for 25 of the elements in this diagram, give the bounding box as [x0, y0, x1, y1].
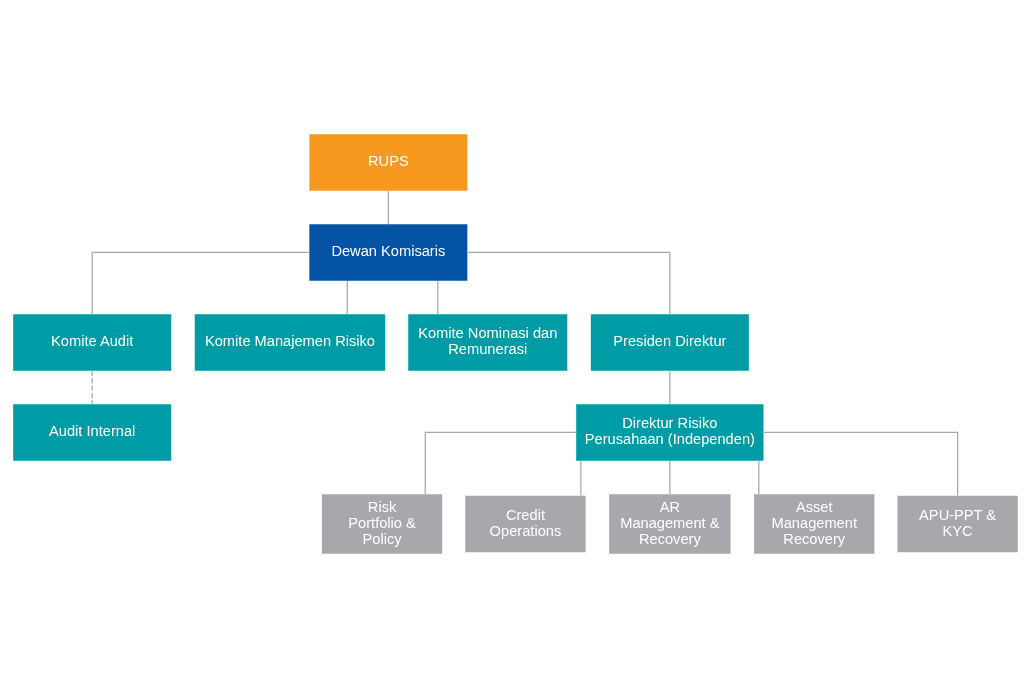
connector: [91, 370, 93, 405]
node-box: Dewan Komisaris: [309, 224, 468, 281]
connector: [424, 431, 577, 495]
connector: [387, 190, 389, 225]
node-box: Risk Portfolio & Policy: [321, 494, 443, 554]
node-box: Presiden Direktur: [590, 314, 749, 371]
connector: [437, 280, 439, 315]
connector: [91, 251, 310, 315]
node-box: Audit Internal: [13, 404, 172, 461]
node-box: Komite Audit: [13, 314, 172, 371]
connector: [669, 370, 671, 405]
connector: [346, 280, 348, 315]
node-box: Asset Management Recovery: [754, 494, 875, 554]
node-box: Komite Nominasi dan Remunerasi: [408, 314, 568, 371]
connector: [466, 251, 671, 315]
connector: [763, 431, 959, 497]
node-box: Credit Operations: [465, 495, 586, 553]
node-box: Komite Manajemen Risiko: [194, 314, 386, 371]
node-box: APU-PPT & KYC: [897, 495, 1018, 553]
connector: [758, 460, 760, 495]
connector: [580, 460, 582, 497]
connector: [669, 460, 671, 495]
node-box: AR Management & Recovery: [609, 494, 731, 554]
node-box: Direktur Risiko Perusahaan (Independen): [576, 404, 764, 461]
node-box: RUPS: [309, 134, 468, 191]
